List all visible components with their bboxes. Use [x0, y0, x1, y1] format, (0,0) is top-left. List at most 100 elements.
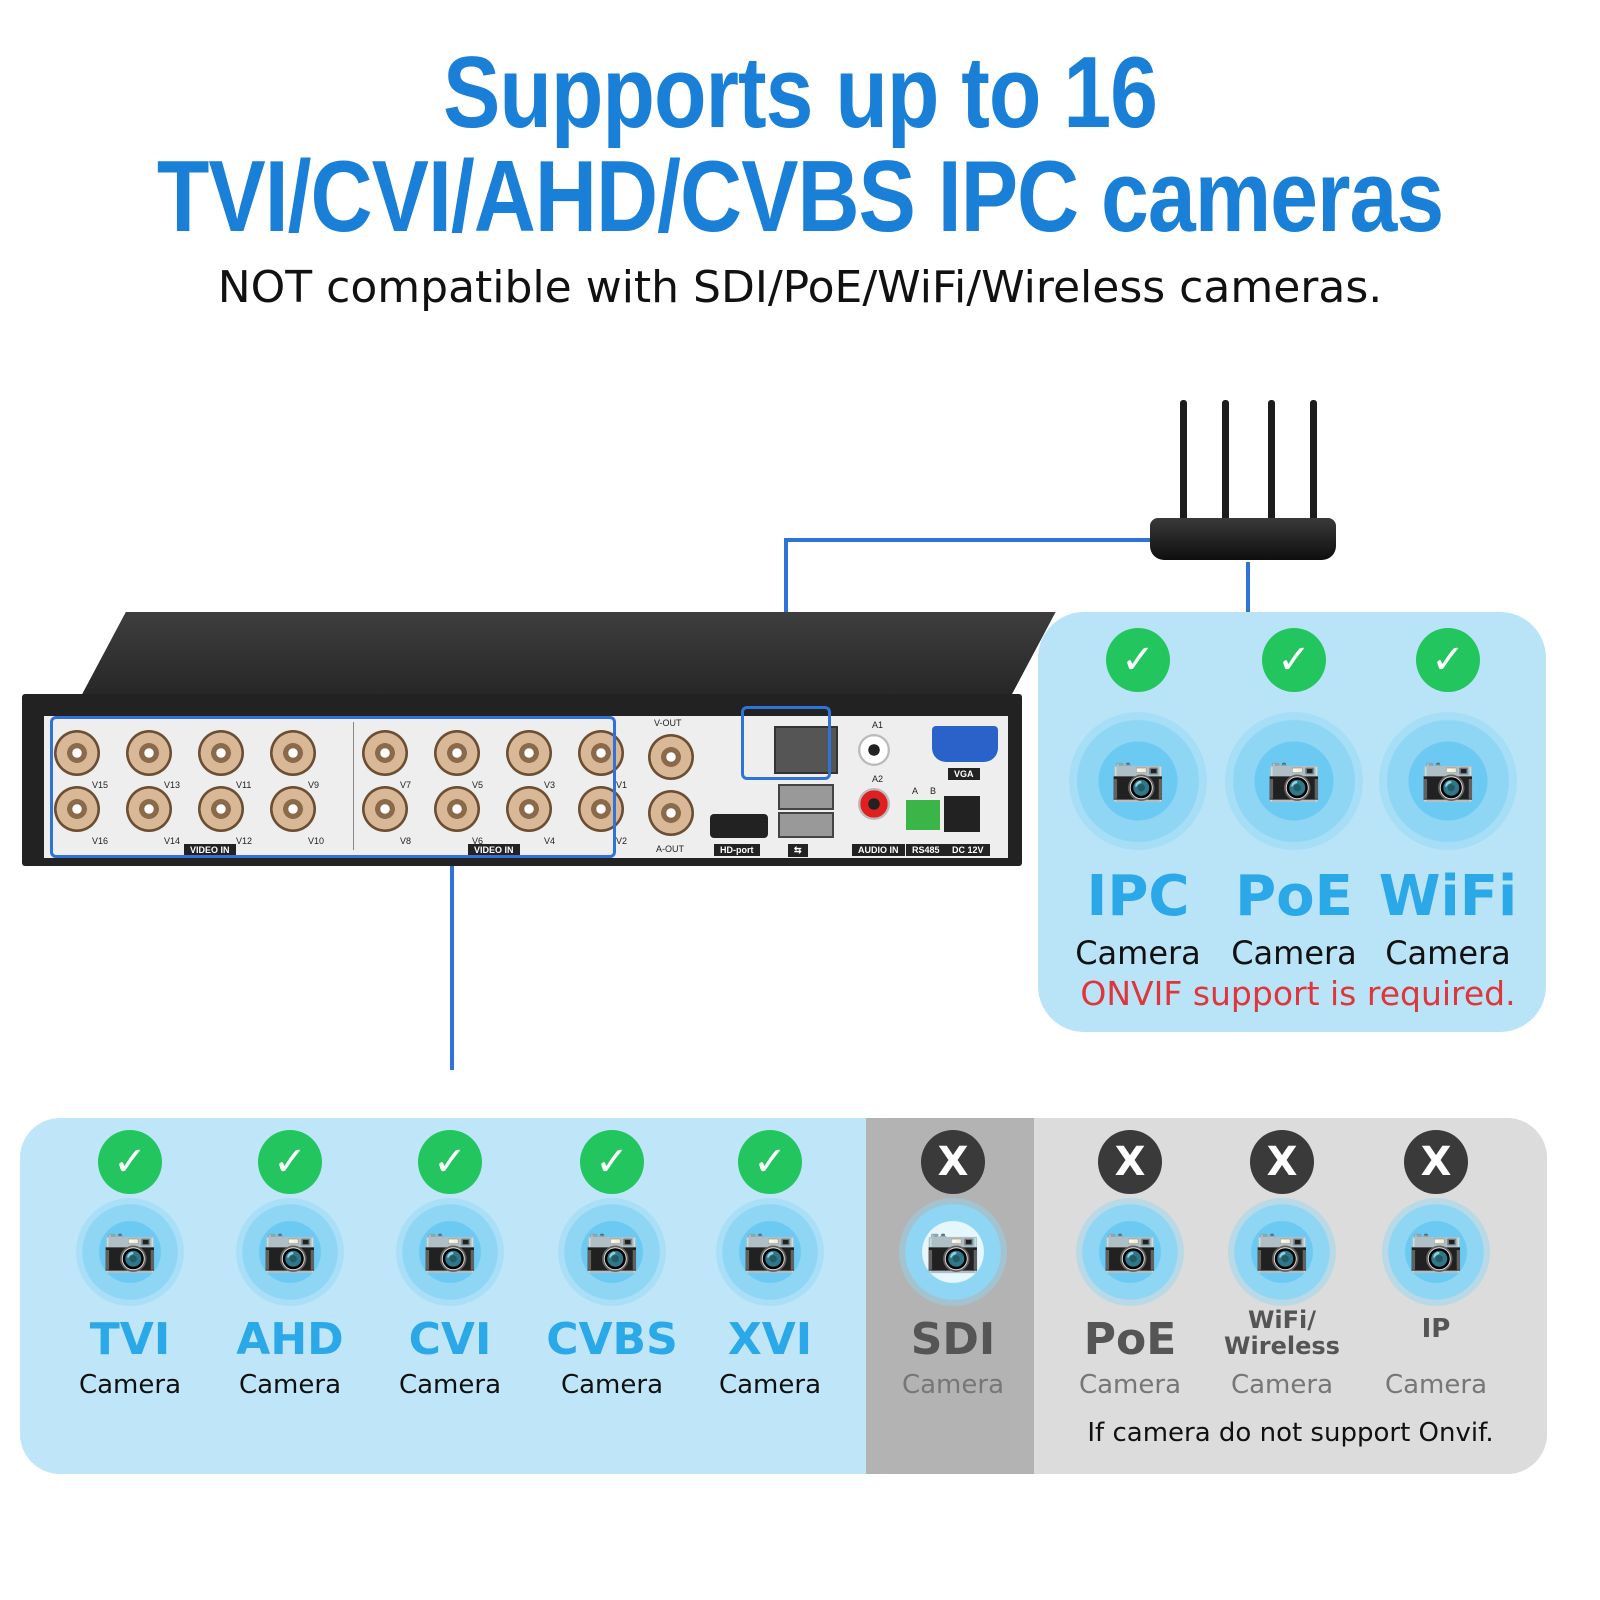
camera-type-label: TVI — [89, 1314, 171, 1365]
lan-connector-line — [784, 538, 1150, 542]
x-icon: X — [1404, 1130, 1468, 1194]
port-label-top: V3 — [544, 780, 556, 790]
rs485-terminal — [906, 800, 940, 830]
camera-icon: 📷 — [422, 1224, 478, 1275]
port-label-bottom: V6 — [472, 836, 484, 846]
check-icon: ✓ — [1106, 628, 1170, 692]
camera-type-label: AHD — [236, 1314, 344, 1365]
camera-sub-label: Camera — [1075, 934, 1201, 972]
bnc-port — [270, 730, 316, 776]
check-icon: ✓ — [258, 1130, 322, 1194]
camera-type-label: CVBS — [546, 1314, 678, 1365]
bnc-port — [362, 786, 408, 832]
port-label-bottom: V16 — [92, 836, 109, 846]
camera-glow — [1225, 712, 1363, 850]
camera-icon: 📷 — [584, 1224, 640, 1275]
dvr-top-cover — [80, 612, 1056, 698]
bnc-port — [578, 730, 624, 776]
camera-type-label-line2: Wireless — [1224, 1332, 1340, 1360]
bnc-port — [198, 786, 244, 832]
bnc-port — [434, 786, 480, 832]
onvif-required-note: ONVIF support is required. — [1080, 974, 1516, 1013]
port-label-top: V15 — [92, 780, 109, 790]
camera-glow — [1069, 712, 1207, 850]
camera-type-label: CVI — [408, 1314, 492, 1365]
divider — [353, 722, 354, 850]
a-terminal-label: A — [912, 786, 919, 796]
camera-icon: 📷 — [1408, 1224, 1464, 1275]
camera-sub-label: Camera — [398, 1370, 502, 1400]
camera-icon: 📷 — [1102, 1224, 1158, 1275]
camera-item: X 📷 IP Camera — [1356, 1130, 1516, 1430]
audio-port-a2 — [858, 788, 890, 820]
router-image — [1150, 400, 1340, 565]
vga-port — [932, 726, 998, 762]
camera-glow — [396, 1198, 504, 1306]
usb-icon: ⇆ — [788, 844, 808, 857]
dc-power-jack — [944, 796, 980, 832]
x-icon: X — [1250, 1130, 1314, 1194]
rs485-label: RS485 — [906, 844, 946, 856]
bnc-port — [270, 786, 316, 832]
camera-icon: 📷 — [1266, 753, 1322, 804]
camera-sub-label: Camera — [1384, 1370, 1488, 1400]
port-label-top: V5 — [472, 780, 484, 790]
onvif-not-supported-note: If camera do not support Onvif. — [1087, 1418, 1494, 1448]
audio-in-label: AUDIO IN — [852, 844, 905, 856]
x-icon: X — [1098, 1130, 1162, 1194]
video-in-highlight — [50, 716, 616, 858]
bnc-port — [54, 786, 100, 832]
router-antenna — [1222, 400, 1229, 525]
port-label-bottom: V14 — [164, 836, 181, 846]
camera-glow — [76, 1198, 184, 1306]
bnc-port — [578, 786, 624, 832]
lan-port-highlight — [741, 706, 831, 780]
bnc-port — [126, 730, 172, 776]
camera-type-label: PoE — [1235, 864, 1353, 929]
video-in-label: VIDEO IN — [184, 844, 236, 856]
bnc-port — [506, 786, 552, 832]
video-in-connector-line — [450, 852, 454, 1070]
camera-glow — [558, 1198, 666, 1306]
port-label-bottom: V8 — [400, 836, 412, 846]
camera-type-label-line1: WiFi/ — [1247, 1306, 1317, 1334]
port-label-bottom: V12 — [236, 836, 253, 846]
camera-icon: 📷 — [262, 1224, 318, 1275]
subtitle: NOT compatible with SDI/PoE/WiFi/Wireles… — [217, 262, 1383, 313]
router-body — [1150, 518, 1336, 560]
check-icon: ✓ — [98, 1130, 162, 1194]
bnc-port — [198, 730, 244, 776]
bnc-port — [506, 730, 552, 776]
camera-glow — [1379, 712, 1517, 850]
a1-label: A1 — [872, 720, 884, 730]
router-antenna — [1268, 400, 1275, 525]
a-out-port — [648, 790, 694, 836]
port-label-bottom: V4 — [544, 836, 556, 846]
audio-port-a1 — [858, 734, 890, 766]
camera-type-label: WiFi — [1378, 864, 1518, 929]
camera-sub-label: Camera — [1231, 934, 1357, 972]
camera-glow — [716, 1198, 824, 1306]
camera-glow — [1076, 1198, 1184, 1306]
camera-sub-label: Camera — [1078, 1370, 1182, 1400]
camera-icon: 📷 — [1110, 753, 1166, 804]
check-icon: ✓ — [1262, 628, 1326, 692]
port-label-bottom: V2 — [616, 836, 628, 846]
router-connector-line — [1246, 562, 1250, 612]
port-label-top: V7 — [400, 780, 412, 790]
camera-sub-label: Camera — [1230, 1370, 1334, 1400]
a-out-label: A-OUT — [656, 844, 684, 854]
camera-sub-label: Camera — [560, 1370, 664, 1400]
camera-sub-label: Camera — [1385, 934, 1511, 972]
hdmi-port — [710, 814, 768, 838]
camera-type-label: IP — [1421, 1314, 1451, 1344]
camera-icon: 📷 — [102, 1224, 158, 1275]
a2-label: A2 — [872, 774, 884, 784]
check-icon: ✓ — [738, 1130, 802, 1194]
title-line-1: Supports up to 16 — [443, 36, 1158, 150]
